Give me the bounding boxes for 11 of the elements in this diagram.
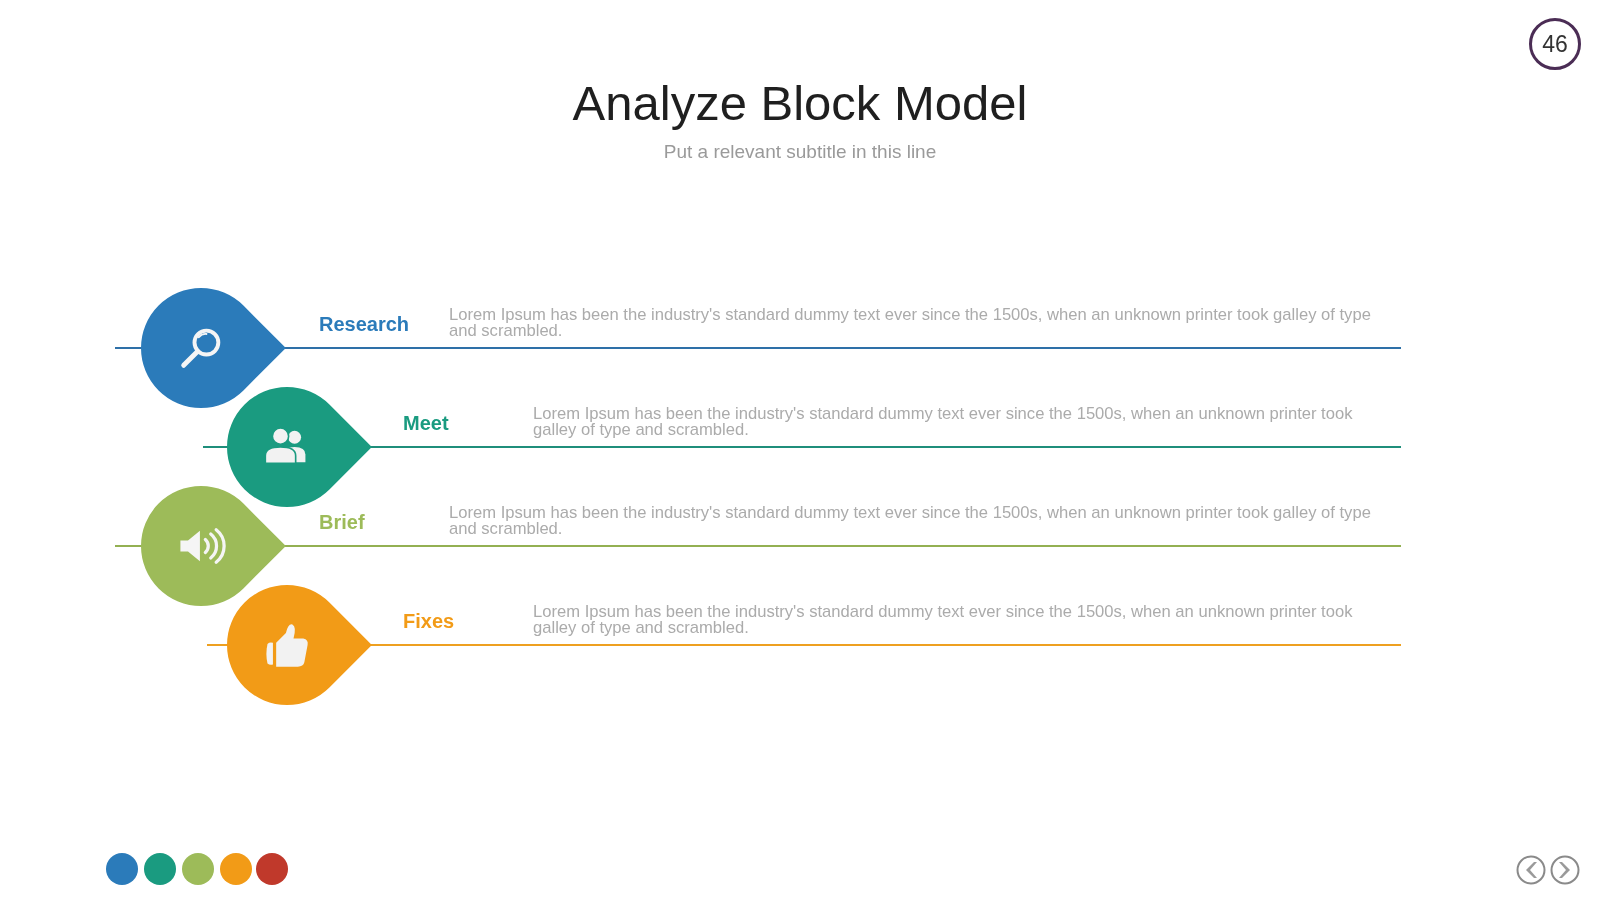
row-description: Lorem Ipsum has been the industry's standard dummy text ever since the 1500s, when an unknown printer took galley of type and scrambled. xyxy=(533,406,1354,438)
slide-subtitle: Put a relevant subtitle in this line xyxy=(663,140,937,164)
row-heading: Research xyxy=(319,312,410,336)
row-description: Lorem Ipsum has been the industry's standard dummy text ever since the 1500s, when an unknown printer took galley of type and scrambled. xyxy=(449,505,1372,537)
slide-title: Analyze Block Model xyxy=(572,75,1028,132)
row-heading: Meet xyxy=(403,411,449,435)
row-description: Lorem Ipsum has been the industry's standard dummy text ever since the 1500s, when an unknown printer took galley of type and scrambled. xyxy=(449,307,1372,339)
row-description: Lorem Ipsum has been the industry's standard dummy text ever since the 1500s, when an unknown printer took galley of type and scrambled. xyxy=(533,604,1354,636)
page-number: 46 xyxy=(1529,18,1581,70)
row-heading: Brief xyxy=(319,510,365,534)
row-heading: Fixes xyxy=(403,609,455,633)
